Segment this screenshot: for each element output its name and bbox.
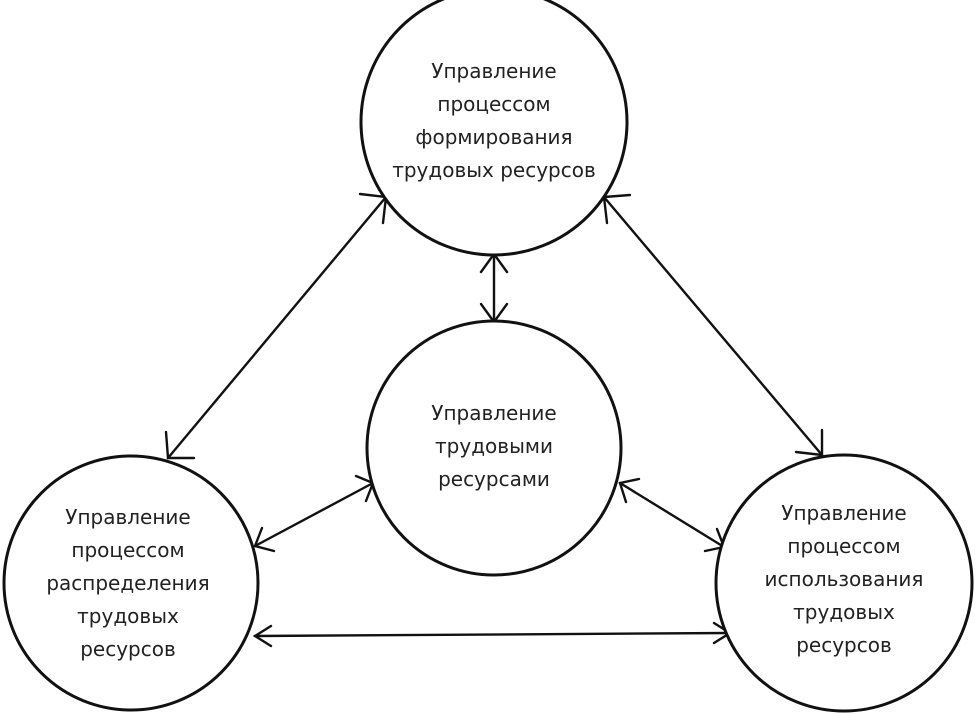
arrowhead-formation-distribution-top: [358, 192, 388, 225]
arrowhead-center-usage-left: [618, 477, 641, 504]
edge-formation-usage: [602, 195, 824, 457]
node-distribution-label-line-4: трудовых: [77, 604, 179, 628]
node-formation-label-line-4: трудовых ресурсов: [392, 158, 596, 182]
node-usage-circle: [714, 453, 974, 713]
edge-formation-distribution: [166, 195, 388, 460]
node-center-circle: [365, 319, 623, 577]
node-usage-label-line-1: Управление: [781, 501, 906, 525]
node-distribution-label-line-2: процессом: [71, 538, 184, 562]
node-formation-label-line-2: процессом: [437, 92, 550, 116]
node-usage-label-line-4: трудовых: [793, 600, 895, 624]
arrowhead-distribution-usage-left: [252, 624, 273, 648]
arrowhead-distribution-center-left: [253, 526, 276, 553]
node-formation-label-line-3: формирования: [415, 125, 572, 149]
node-distribution-label-line-3: распределения: [46, 571, 209, 595]
node-usage-label-line-5: ресурсов: [796, 633, 892, 657]
node-center-label-line-3: ресурсами: [438, 467, 550, 491]
node-distribution-label-line-5: ресурсов: [80, 637, 176, 661]
node-center-label-line-2: трудовыми: [435, 434, 553, 458]
node-distribution-circle: [2, 454, 260, 712]
arrowhead-formation-usage-bottom: [794, 428, 824, 457]
node-formation-label-line-1: Управление: [431, 59, 556, 83]
arrowhead-formation-distribution-bottom: [164, 430, 196, 460]
edge-distribution-center: [253, 481, 375, 548]
node-formation-circle: [359, 0, 629, 257]
node-usage-label-line-3: использования: [765, 567, 924, 591]
node-center-label-line-1: Управление: [431, 401, 556, 425]
arrowhead-formation-usage-top: [602, 193, 632, 225]
edge-center-usage: [618, 481, 726, 549]
edge-distribution-usage: [253, 631, 732, 638]
node-usage-label-line-2: процессом: [787, 534, 900, 558]
node-distribution-label-line-1: Управление: [65, 505, 190, 529]
